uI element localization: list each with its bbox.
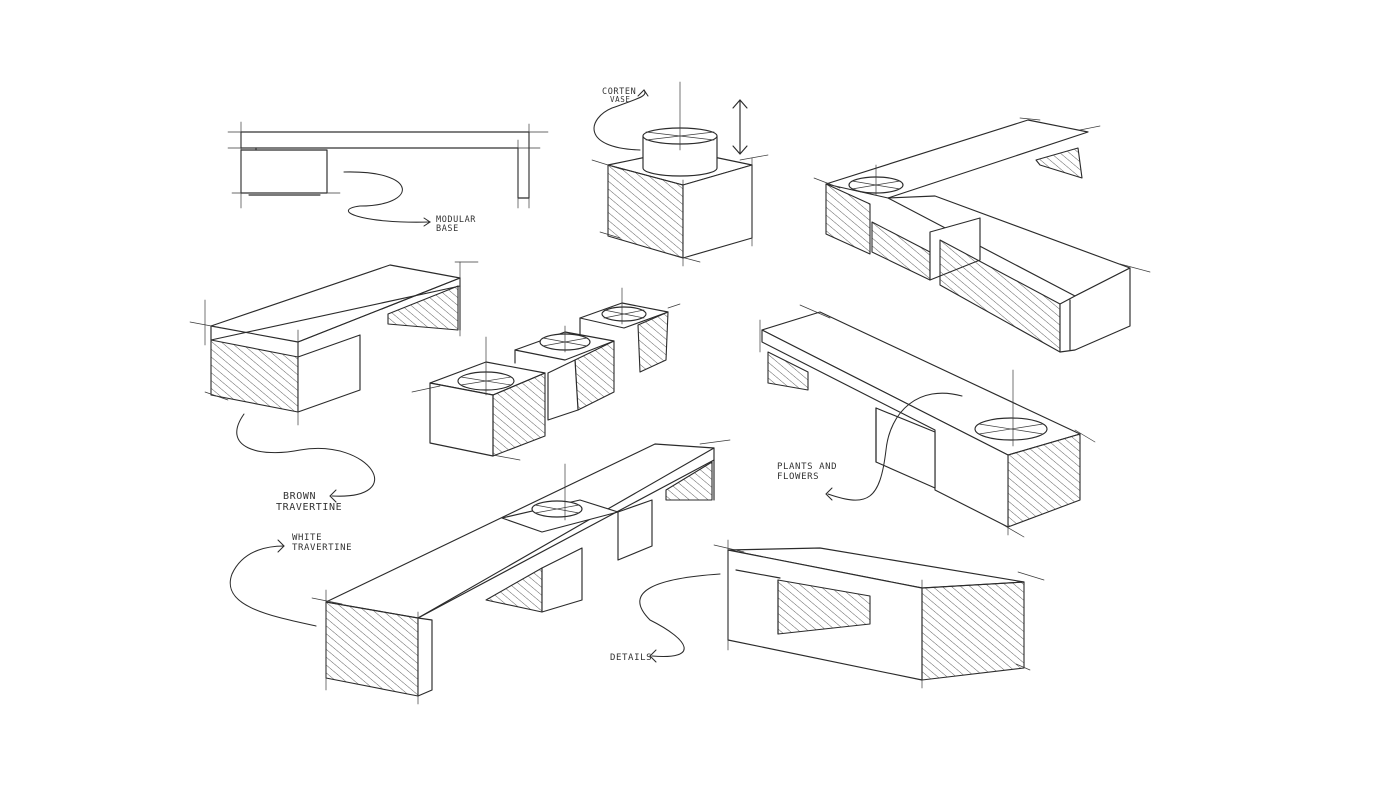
label-plants-flowers-line2: FLOWERS (777, 472, 819, 482)
label-corten-vase-line2: VASE (610, 95, 630, 104)
leader-corten-vase (593, 89, 646, 151)
leader-details (639, 573, 721, 658)
sketch-three-vase-modules (411, 287, 681, 461)
sketch-l-bench (813, 117, 1151, 353)
annotation-leaders (229, 89, 963, 663)
leader-plants-flowers (827, 392, 963, 501)
leader-modular-base (343, 171, 431, 223)
sketch-white-travertine-bench (311, 439, 731, 705)
sketch-details-bench (713, 539, 1045, 689)
sketch-side-elevation (227, 121, 549, 209)
leader-brown-travertine (236, 413, 376, 497)
label-brown-travertine-line2: TRAVERTINE (276, 502, 342, 513)
label-brown-travertine-line1: BROWN (283, 491, 316, 502)
sketch-brown-travertine-bench (189, 261, 479, 426)
annotation-labels: CORTEN VASE MODULAR BASE BROWN TRAVERTIN… (276, 87, 837, 663)
label-plants-flowers-line1: PLANTS AND (777, 462, 837, 472)
label-white-travertine-line1: WHITE (292, 533, 322, 543)
label-modular-base-line1: MODULAR (436, 215, 476, 225)
leader-white-travertine (229, 545, 317, 627)
label-modular-base-line2: BASE (436, 224, 459, 234)
label-white-travertine-line2: TRAVERTINE (292, 543, 352, 553)
label-details: DETAILS (610, 653, 652, 663)
sketch-corten-vase-cube (591, 81, 769, 267)
label-corten-vase-line1: CORTEN (602, 87, 636, 97)
